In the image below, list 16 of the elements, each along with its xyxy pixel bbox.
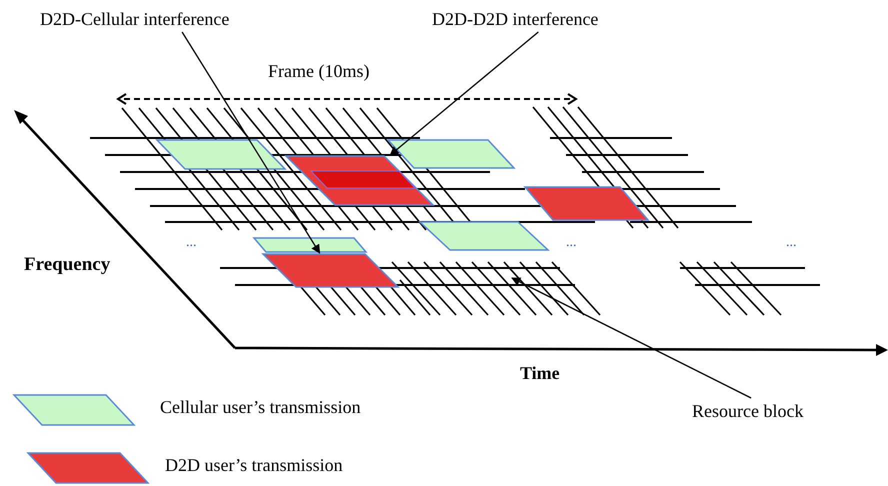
legend-label: D2D user’s transmission xyxy=(165,456,343,474)
d2d-transmission-block xyxy=(284,155,435,206)
callout-text: D2D-D2D interference xyxy=(432,6,676,32)
leader-line xyxy=(511,277,752,399)
leader-line xyxy=(182,32,320,254)
callout-text: D2D-Cellular interference xyxy=(40,6,308,32)
ellipsis: ... xyxy=(186,236,196,250)
d2d-transmission-block xyxy=(261,253,400,288)
leader-line xyxy=(390,32,539,156)
dimension-label: Frame (10ms) xyxy=(268,62,370,80)
ellipsis: ... xyxy=(786,236,796,250)
axis-label: Time xyxy=(520,364,560,382)
ellipsis: ... xyxy=(566,236,576,250)
axis-label: Frequency xyxy=(24,255,110,274)
callout-text: Resource block xyxy=(692,398,862,424)
legend-label: Cellular user’s transmission xyxy=(160,398,361,416)
